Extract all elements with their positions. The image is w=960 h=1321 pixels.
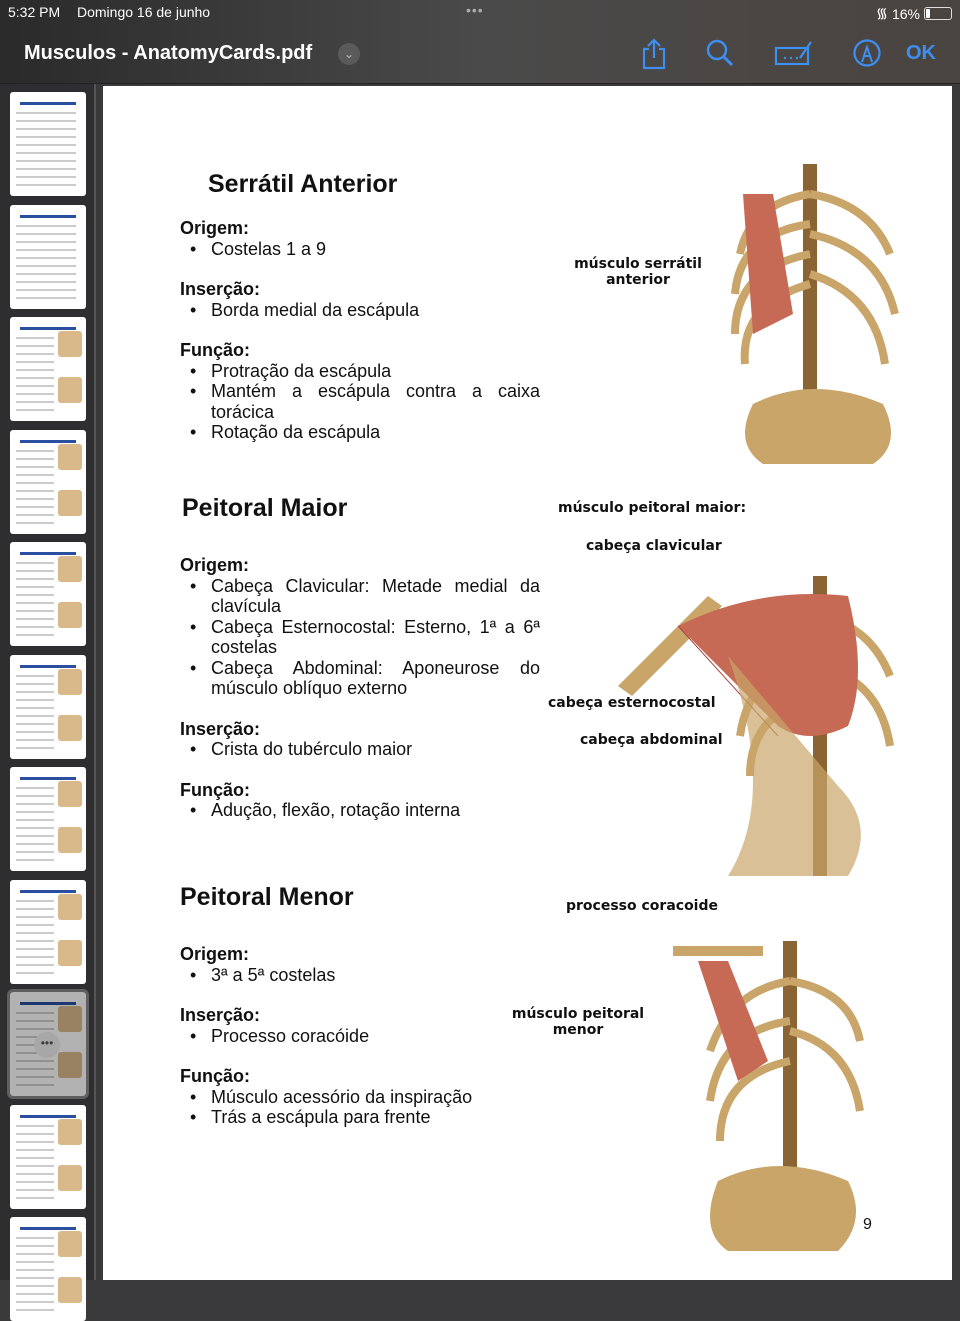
list-item: Cabeça Esternocostal: Esterno, 1ª a 6ª c… [180,617,540,658]
page-thumbnail[interactable]: ••• [7,989,89,1099]
battery-percent: 16% [891,5,920,22]
list-item: Rotação da escápula [180,422,540,443]
status-date: Domingo 16 de junho [77,4,211,20]
page-thumbnail[interactable] [10,654,86,759]
funcao-label: Função: [180,779,250,800]
page-thumbnail[interactable] [10,429,86,534]
pdf-page: Serrátil Anterior Origem: Costelas 1 a 9… [103,86,952,1280]
status-right: ᯾ 16% [876,4,952,23]
page-thumbnail[interactable] [10,317,86,421]
section-body: Origem: Costelas 1 a 9 Inserção: Borda m… [180,218,540,443]
section-body: Origem: Cabeça Clavicular: Metade medial… [180,555,540,821]
markup-signature-icon[interactable] [774,38,814,68]
origem-label: Origem: [180,555,250,575]
wifi-icon: ᯾ [876,5,888,21]
page-thumbnail[interactable] [10,767,86,871]
list-item: Mantém a escápula contra a caixa torácic… [180,381,540,422]
pectoralis-major-illustration [618,576,894,876]
document-title[interactable]: Musculos - AnatomyCards.pdf [24,42,313,64]
figure-label: cabeça abdominal [580,732,723,748]
serratus-anterior-illustration [731,164,899,464]
figure-label: músculo serrátil anterior [574,256,702,288]
battery-icon [924,7,952,20]
pectoralis-minor-illustration [673,941,864,1251]
section-title: Peitoral Menor [180,883,354,911]
list-item: Músculo acessório da inspiração [180,1087,540,1108]
section-title: Peitoral Maior [182,494,348,522]
list-item: Costelas 1 a 9 [180,239,540,260]
multitasking-dots-icon[interactable]: ••• [466,2,484,18]
list-item: Protração da escápula [180,361,540,382]
search-icon[interactable] [705,38,735,68]
toolbar: Musculos - AnatomyCards.pdf ⌄ OK [0,26,960,84]
list-item: Cabeça Abdominal: Aponeurose do músculo … [180,658,540,699]
list-item: Adução, flexão, rotação interna [180,800,540,821]
status-bar: 5:32 PM Domingo 16 de junho ••• ᯾ 16% [0,0,960,26]
list-item: Borda medial da escápula [180,300,540,321]
figure-label: músculo peitoral menor [511,1006,645,1038]
figure-label: cabeça esternocostal [548,695,716,711]
page-thumbnail[interactable] [10,879,86,984]
page-thumbnail[interactable] [10,92,86,196]
page-thumbnail[interactable] [10,542,86,646]
list-item: Trás a escápula para frente [180,1107,540,1128]
share-icon[interactable] [640,38,668,70]
page-number: 9 [863,1216,872,1233]
origem-label: Origem: [180,944,250,964]
insercao-label: Inserção: [180,1005,261,1025]
section-title: Serrátil Anterior [208,170,398,198]
figure-label: cabeça clavicular [586,538,722,554]
list-item: Processo coracóide [180,1026,540,1047]
section-body: Origem: 3ª a 5ª costelas Inserção: Proce… [180,944,540,1128]
page-thumbnail[interactable] [10,204,86,309]
list-item: Crista do tubérculo maior [180,739,540,760]
page-thumbnail[interactable] [10,1104,86,1209]
figure-label: músculo peitoral maior: [558,500,747,516]
funcao-label: Função: [180,1066,250,1086]
list-item: 3ª a 5ª costelas [180,965,540,986]
figure-label: processo coracoide [566,898,718,914]
chevron-down-icon[interactable]: ⌄ [338,43,360,65]
more-options-icon[interactable]: ••• [34,1032,60,1058]
status-time: 5:32 PM [8,4,61,20]
funcao-label: Função: [180,340,250,360]
insercao-label: Inserção: [180,718,261,739]
annotate-pen-icon[interactable] [852,38,882,68]
list-item: Cabeça Clavicular: Metade medial da clav… [180,576,540,617]
origem-label: Origem: [180,218,250,238]
page-thumbnail[interactable] [10,1217,86,1321]
page-thumbnails-sidebar[interactable]: ••• [0,84,96,1321]
insercao-label: Inserção: [180,279,261,299]
ok-button[interactable]: OK [906,42,936,64]
